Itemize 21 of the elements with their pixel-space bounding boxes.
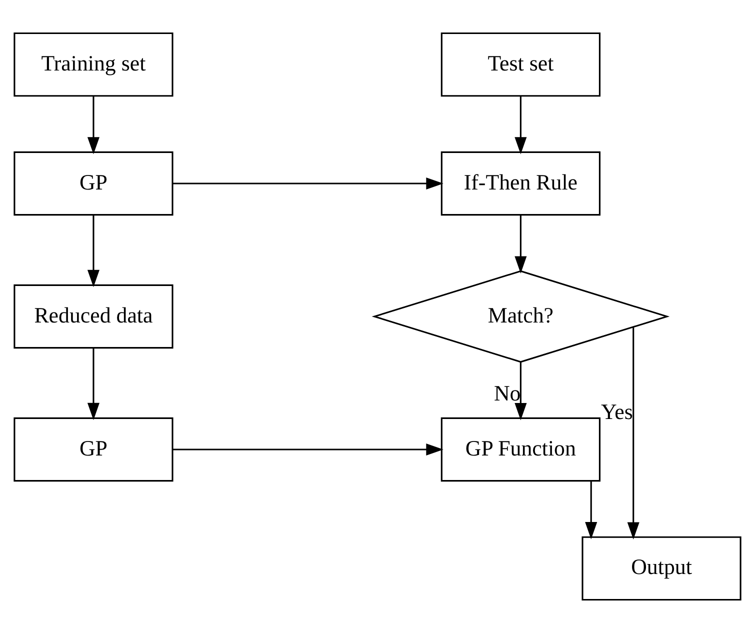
node-box: Output	[582, 536, 742, 601]
node-box: GP Function	[440, 417, 600, 482]
arrow	[514, 96, 527, 154]
arrow	[514, 215, 527, 274]
arrow	[87, 215, 100, 288]
arrow	[627, 327, 640, 540]
arrow	[87, 348, 100, 420]
node-box: Reduced data	[14, 284, 174, 349]
arrow	[87, 96, 100, 154]
node-box: Training set	[14, 32, 174, 97]
arrow	[172, 177, 444, 190]
arrow	[514, 362, 527, 420]
edge-label: Yes	[600, 399, 633, 424]
node-box: GP	[14, 151, 174, 216]
node-box: Test set	[440, 32, 600, 97]
node-box: If-Then Rule	[440, 151, 600, 216]
edge-label: No	[494, 380, 521, 406]
arrow	[585, 481, 598, 540]
arrow	[172, 443, 444, 456]
node-box: GP	[14, 417, 174, 482]
node-diamond: Match?	[372, 270, 670, 363]
